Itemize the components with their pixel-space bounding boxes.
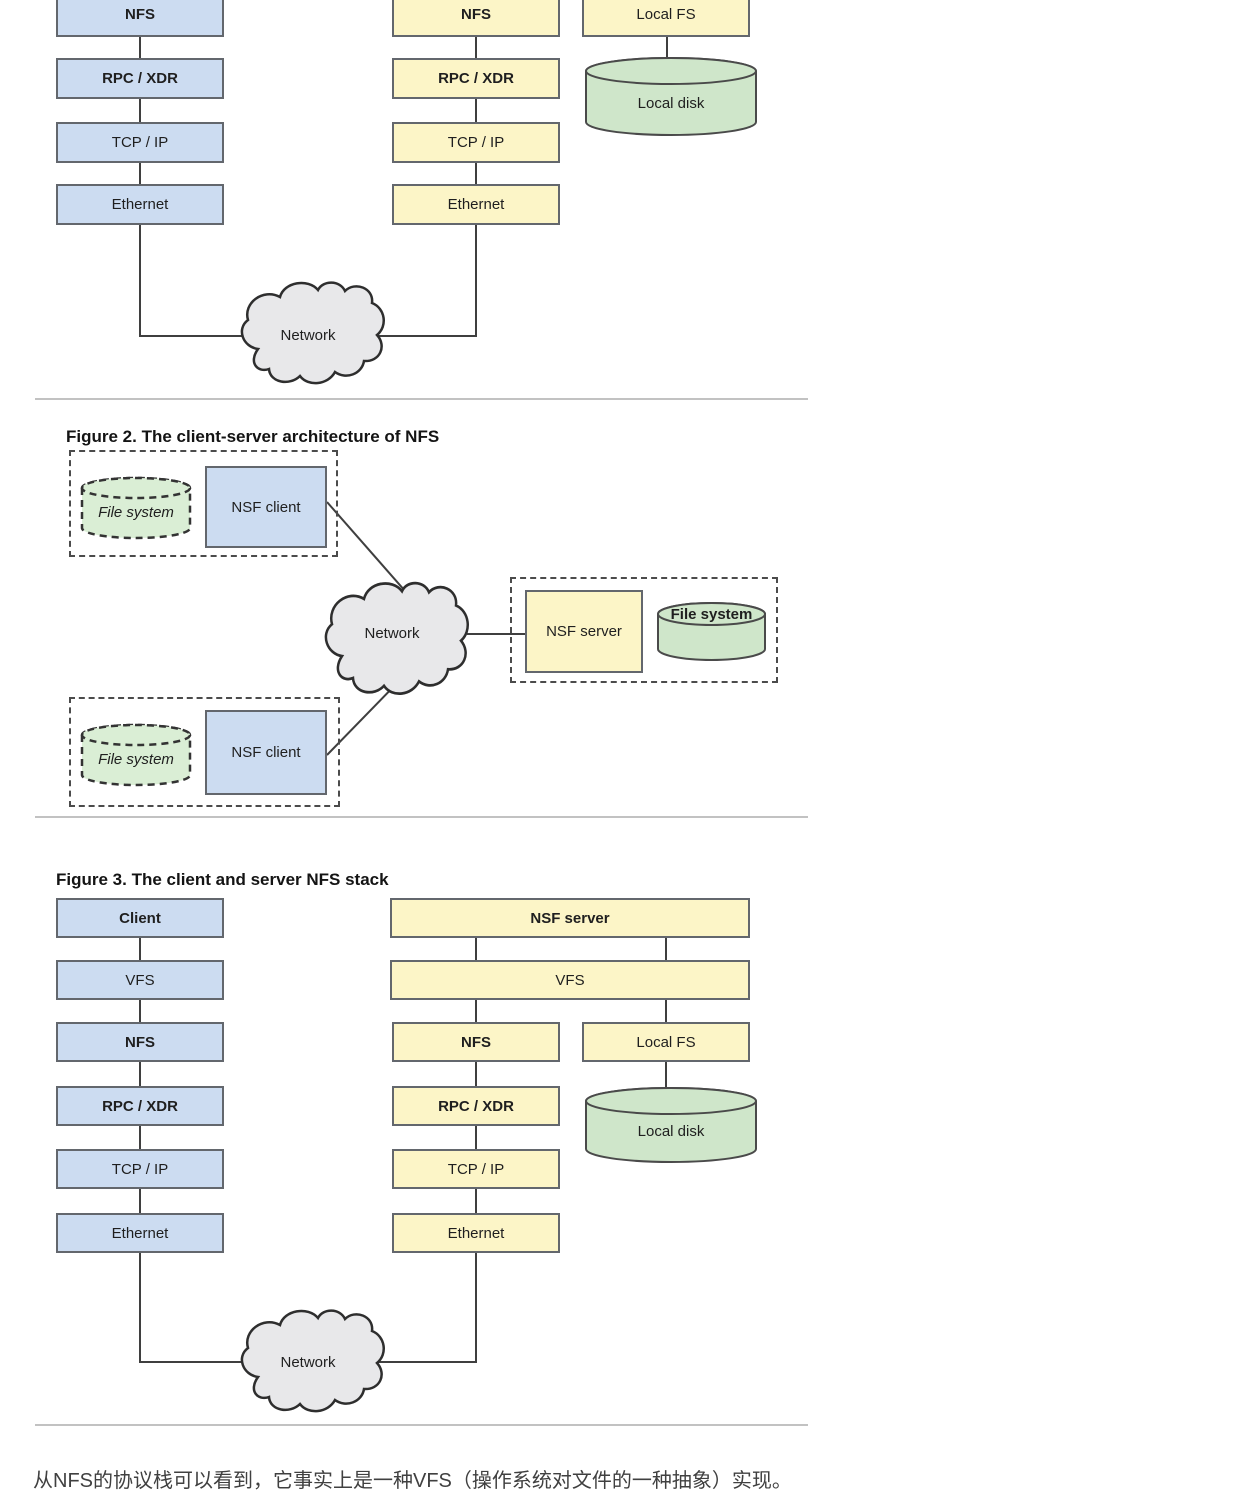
file-system-cylinder-dashed — [80, 723, 192, 787]
f3-client-nfs-box: NFS — [56, 1022, 224, 1062]
cylinder-top — [657, 602, 766, 626]
f2-client-bottom-filesystem-label: File system — [98, 750, 174, 768]
f2-nsf-server-box: NSF server — [525, 590, 643, 673]
f3-server-vfs-box: VFS — [390, 960, 750, 1000]
f1-client-rpc-box: RPC / XDR — [56, 58, 224, 99]
f2-server-filesystem-label: File system — [670, 605, 753, 623]
f1-server-ethernet-box: Ethernet — [392, 184, 560, 225]
f2-server-group — [510, 577, 778, 683]
f3-client-vfs-box: VFS — [56, 960, 224, 1000]
f1-client-tcp-box: TCP / IP — [56, 122, 224, 163]
f3-nsf-server-box: NSF server — [390, 898, 750, 938]
section-divider — [35, 816, 808, 818]
figure2-title: Figure 2. The client-server architecture… — [66, 427, 440, 446]
f1-server-tcp-box: TCP / IP — [392, 122, 560, 163]
f2-client-top-filesystem-label: File system — [98, 503, 174, 521]
f2-client-top-group — [69, 450, 338, 557]
f3-server-nfs-box: NFS — [392, 1022, 560, 1062]
f1-client-nfs-box: NFS — [56, 0, 224, 37]
cylinder-top — [80, 476, 192, 500]
f3-server-rpc-box: RPC / XDR — [392, 1086, 560, 1126]
f1-local-fs-box: Local FS — [582, 0, 750, 37]
f3-client-tcp-box: TCP / IP — [56, 1149, 224, 1189]
f1-server-nfs-box: NFS — [392, 0, 560, 37]
f3-client-ethernet-box: Ethernet — [56, 1213, 224, 1253]
f2-nsf-client-top-box: NSF client — [205, 466, 327, 548]
f1-client-ethernet-box: Ethernet — [56, 184, 224, 225]
f3-client-rpc-box: RPC / XDR — [56, 1086, 224, 1126]
f3-server-ethernet-box: Ethernet — [392, 1213, 560, 1253]
f3-network-label: Network — [280, 1353, 336, 1371]
file-system-cylinder — [657, 602, 766, 661]
cylinder-top — [585, 57, 757, 85]
file-system-cylinder-dashed — [80, 476, 192, 540]
f1-local-disk-label: Local disk — [637, 94, 705, 112]
figure3-title: Figure 3. The client and server NFS stac… — [56, 870, 389, 889]
f1-network-label: Network — [280, 326, 336, 344]
section-divider — [35, 1424, 808, 1426]
body-paragraph: 从NFS的协议栈可以看到，它事实上是一种VFS（操作系统对文件的一种抽象）实现。 — [33, 1470, 792, 1492]
f2-client-bottom-group — [69, 697, 340, 807]
f2-network-label: Network — [364, 624, 420, 642]
f3-local-fs-box: Local FS — [582, 1022, 750, 1062]
local-disk-cylinder — [585, 57, 757, 136]
local-disk-cylinder — [585, 1087, 757, 1163]
f2-nsf-client-bottom-box: NSF client — [205, 710, 327, 795]
f3-server-tcp-box: TCP / IP — [392, 1149, 560, 1189]
f3-local-disk-label: Local disk — [637, 1122, 705, 1140]
section-divider — [35, 398, 808, 400]
f1-server-rpc-box: RPC / XDR — [392, 58, 560, 99]
f3-client-box: Client — [56, 898, 224, 938]
cylinder-top — [80, 723, 192, 747]
cylinder-top — [585, 1087, 757, 1115]
